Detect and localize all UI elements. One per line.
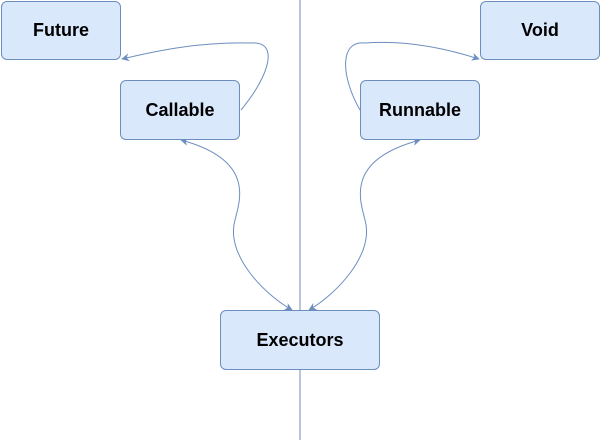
- callable-label: Callable: [145, 99, 215, 120]
- void-node[interactable]: Void: [480, 1, 600, 60]
- edge-runnable-executors: [308, 137, 421, 311]
- runnable-node[interactable]: Runnable: [360, 80, 480, 140]
- future-label: Future: [33, 20, 89, 40]
- callable-node[interactable]: Callable: [120, 80, 240, 140]
- edge-callable-executors: [180, 138, 293, 311]
- void-label: Void: [521, 20, 559, 40]
- runnable-label: Runnable: [378, 99, 461, 120]
- executors-node[interactable]: Executors: [220, 310, 380, 370]
- edge-callable-to-future: [121, 42, 269, 111]
- future-node[interactable]: Future: [1, 1, 121, 60]
- executors-label: Executors: [256, 329, 344, 350]
- edge-runnable-to-void: [345, 41, 480, 111]
